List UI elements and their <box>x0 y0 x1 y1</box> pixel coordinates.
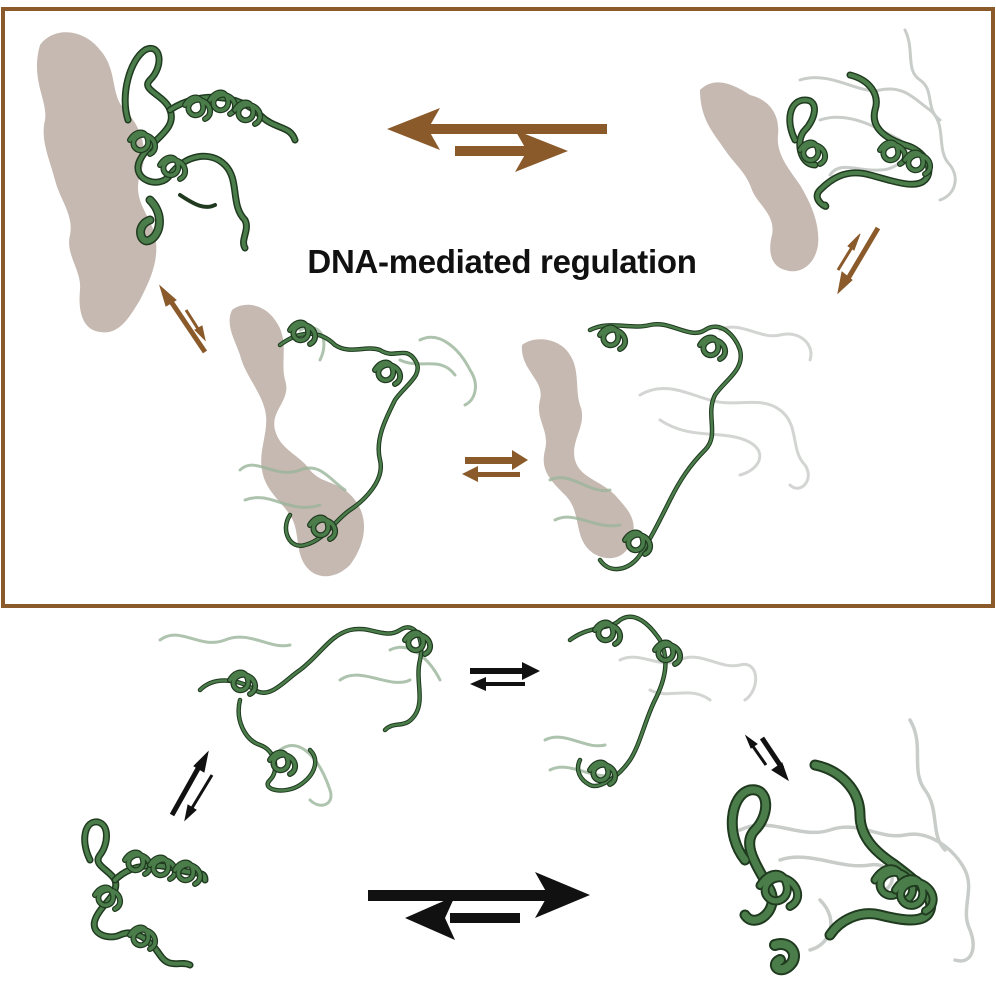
protein-ribbon <box>587 321 744 572</box>
helix-icon <box>375 363 400 385</box>
equilibrium-arrows-left <box>159 284 208 354</box>
unfolded-chain-right <box>543 614 758 789</box>
folded-protein-bottom-right <box>726 718 975 976</box>
helix-icon <box>880 143 905 165</box>
helix-icon <box>700 338 725 360</box>
dna-surface <box>229 304 365 577</box>
dna-bound-folded-structure <box>36 32 299 333</box>
dna-bound-unfolded-right <box>521 321 813 572</box>
equilibrium-arrows-bottom-center <box>368 872 590 940</box>
equilibrium-arrows-bottom-left <box>169 750 214 822</box>
ghost-protein <box>618 655 758 702</box>
helix-icon <box>595 623 620 645</box>
regulation-frame <box>1 7 995 608</box>
helix-icon <box>600 328 625 350</box>
helix-icon <box>590 763 615 785</box>
protein-ribbon <box>197 625 424 793</box>
protein-ribbon <box>726 759 937 976</box>
folded-protein-bottom-left <box>81 818 209 969</box>
unfolded-chain-left <box>158 625 442 807</box>
equilibrium-arrows-bottom-right <box>744 734 789 782</box>
dna-surface <box>36 32 157 333</box>
helix-icon <box>185 98 210 120</box>
diagram-title: DNA-mediated regulation <box>307 243 697 280</box>
helix-icon <box>760 874 798 906</box>
protein-ribbon <box>121 44 299 252</box>
ghost-chains <box>548 476 622 528</box>
protein-ribbon <box>567 614 668 789</box>
ghost-protein <box>738 718 975 963</box>
ghost-chains <box>158 633 442 807</box>
equilibrium-arrows-middle <box>462 450 528 482</box>
dna-bound-unfolded-left <box>229 304 477 577</box>
helix-icon <box>405 633 430 655</box>
helix-icon <box>210 93 235 115</box>
ghost-protein <box>638 325 813 490</box>
dna-surface <box>521 339 634 559</box>
dna-bound-structure-right <box>700 28 957 272</box>
equilibrium-arrows-right <box>836 226 881 295</box>
equilibrium-arrows-top <box>387 108 607 172</box>
dna-surface <box>700 82 819 272</box>
equilibrium-arrows-bottom-middle <box>470 662 540 691</box>
